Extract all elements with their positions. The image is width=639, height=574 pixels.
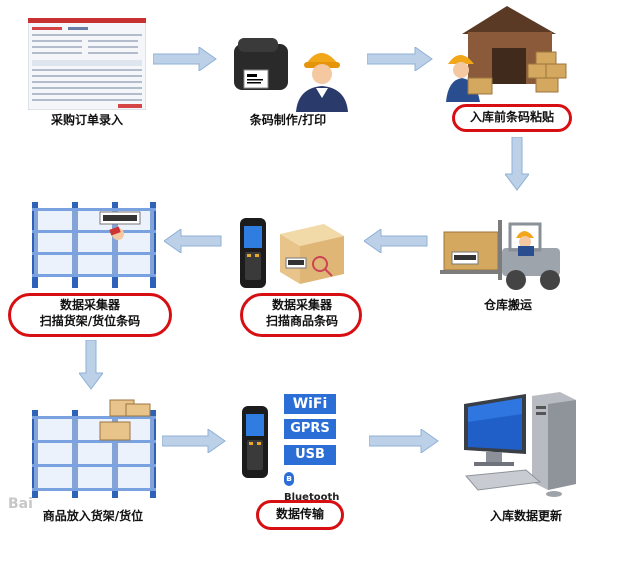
gprs-badge-icon: GPRS [284, 419, 336, 439]
data-transfer-label: 数据传输 [275, 507, 324, 521]
arrow-right-1 [153, 47, 217, 71]
usb-badge-icon: USB [284, 445, 336, 465]
bluetooth-label: Bluetooth [284, 492, 340, 503]
scan-goods-label-line2: 扫描商品条码 [265, 314, 338, 328]
goods-to-shelf-label: 商品放入货架/货位 [42, 509, 144, 523]
arrow-down-1 [505, 137, 529, 191]
label-before-inbound-label: 入库前条码粘贴 [469, 110, 554, 124]
purchase-order-form-image [28, 18, 146, 110]
barcode-printer-worker-image [228, 24, 356, 112]
highlight-oval-data-transfer [256, 500, 344, 530]
shelving-scan-image [30, 198, 158, 292]
scan-shelf-label-line2: 扫描货架/货位条码 [39, 314, 141, 328]
arrow-down-2 [79, 340, 103, 390]
scan-goods-label-line1: 数据采集器 [271, 298, 332, 312]
scan-shelf-label-line1: 数据采集器 [59, 298, 120, 312]
po-entry-label: 采购订单录入 [50, 113, 123, 127]
bluetooth-rune-icon: ʙ [284, 472, 294, 486]
handheld-scan-goods-image [236, 214, 348, 292]
handheld-transfer-device-icon [238, 404, 272, 482]
inbound-data-update-label: 入库数据更新 [489, 509, 562, 523]
arrow-left-1 [164, 229, 222, 253]
desktop-computer-image [456, 392, 580, 498]
highlight-oval-label-before-inbound [452, 104, 572, 132]
bluetooth-badge-icon: ʙ Bluetooth [284, 471, 339, 503]
warehouse-move-label: 仓库搬运 [483, 298, 532, 312]
arrow-right-3 [162, 429, 226, 453]
arrow-left-2 [364, 229, 428, 253]
highlight-oval-scan-shelf [8, 293, 172, 337]
arrow-right-2 [367, 47, 433, 71]
forklift-image [438, 210, 572, 294]
warehouse-labeling-image [444, 4, 570, 102]
wifi-badge-icon: WiFi [284, 394, 336, 414]
arrow-right-4 [369, 429, 439, 453]
barcode-print-label: 条码制作/打印 [249, 113, 327, 127]
highlight-oval-scan-goods [240, 293, 362, 337]
watermark-text: Bai [8, 496, 33, 512]
shelving-goods-image [30, 398, 158, 502]
